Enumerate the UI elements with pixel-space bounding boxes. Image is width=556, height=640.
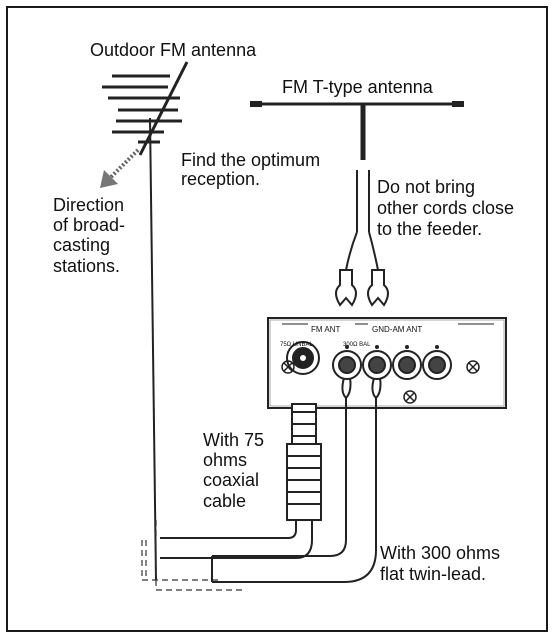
find-reception-line1: Find the optimum — [181, 150, 321, 170]
do-not-bring-line2: other cords close — [377, 198, 515, 218]
direction-line1: Direction — [53, 195, 125, 215]
bal-label: 300Ω BAL — [343, 342, 371, 348]
antenna-terminal-panel — [267, 317, 507, 409]
direction-line2: of broad- — [53, 215, 126, 235]
coax-label-line3: coaxial — [203, 470, 260, 490]
outdoor-downlead — [145, 520, 246, 591]
unbal-label: 75Ω UNBAL — [280, 342, 313, 348]
twin-lead-cable — [211, 377, 382, 583]
coax-socket — [286, 341, 320, 375]
spade-lug-right — [367, 269, 389, 307]
coax-label-line4: cable — [203, 491, 247, 511]
coax-label-line2: ohms — [203, 450, 248, 470]
do-not-bring-line3: to the feeder. — [377, 219, 483, 239]
direction-line4: stations. — [53, 256, 121, 276]
t-antenna-label: FM T-type antenna — [282, 77, 433, 97]
find-reception-line2: reception. — [181, 169, 261, 189]
fm-ant-label: FM ANT — [311, 325, 341, 334]
twin-lead-label-line2: flat twin-lead. — [380, 564, 487, 584]
direction-arrow-icon — [100, 148, 140, 188]
spade-lug-left — [335, 269, 357, 307]
twin-lead-label-line1: With 300 ohms — [380, 543, 501, 563]
fm-t-antenna — [250, 101, 464, 271]
direction-line3: casting — [53, 235, 111, 255]
gnd-am-ant-label: GND-AM ANT — [372, 325, 423, 334]
do-not-bring-line1: Do not bring — [377, 177, 476, 197]
coax-cable — [160, 403, 322, 559]
outdoor-fm-antenna — [102, 61, 189, 581]
outdoor-antenna-label: Outdoor FM antenna — [90, 40, 257, 60]
diagram-frame — [6, 6, 548, 632]
coax-label-line1: With 75 — [203, 430, 265, 450]
